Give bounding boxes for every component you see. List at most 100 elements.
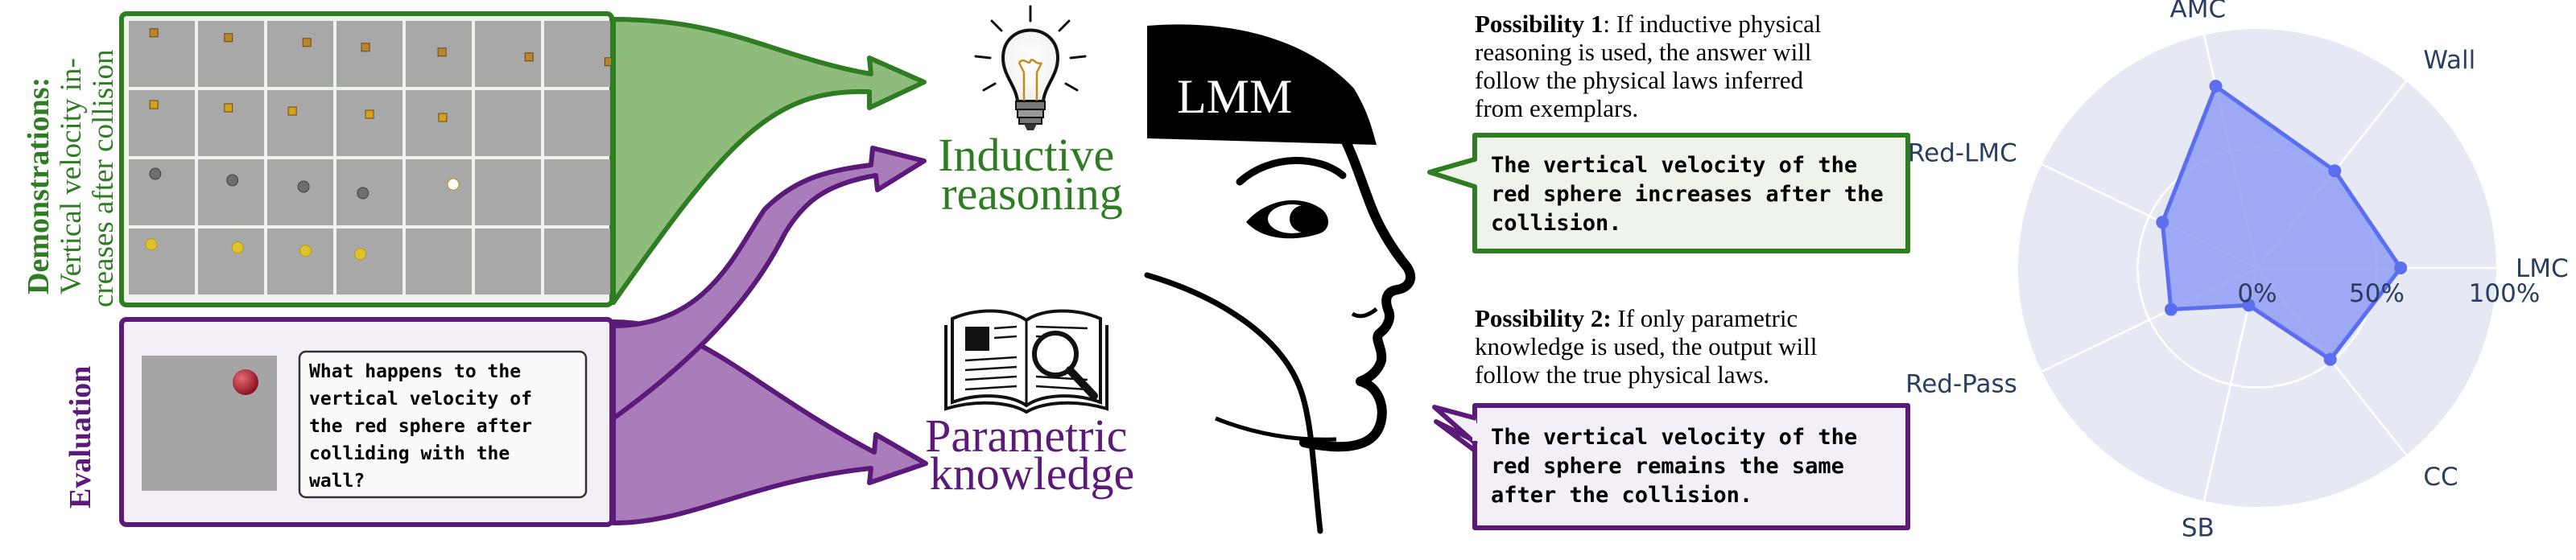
- possibility1-label: Possibility 1: [1475, 10, 1604, 38]
- radar-axis-label: Wall: [2423, 46, 2475, 75]
- demo-frame: [406, 229, 472, 294]
- bubble-tail-mask: [1472, 423, 1479, 441]
- demonstrations-title: Demonstrations:: [22, 77, 56, 294]
- radar-axis-label: AMC: [2170, 0, 2227, 23]
- answer-line: The vertical velocity of the: [1491, 425, 1857, 450]
- radar-tick-label: 0%: [2237, 279, 2277, 308]
- head-eye-pupil: [1290, 205, 1319, 233]
- demo-object-icon: [438, 113, 448, 122]
- radar-point-wall: [2328, 164, 2342, 178]
- demo-frame: [129, 229, 195, 294]
- demo-object-icon: [437, 47, 447, 57]
- radar-point-amc: [2209, 80, 2223, 93]
- radar-tick-label: 50%: [2349, 279, 2405, 308]
- demo-frame: [336, 90, 402, 156]
- demo-frame: [129, 90, 195, 156]
- demo-frame: [406, 159, 472, 225]
- demo-object-icon: [149, 28, 159, 38]
- possibility1-line2: reasoning is used, the answer will: [1475, 38, 1812, 66]
- demo-frame: [475, 229, 541, 294]
- demo-sphere-icon: [231, 241, 244, 254]
- demo-frame: [198, 21, 264, 87]
- demo-frame: [267, 90, 333, 156]
- parametric-line2: knowledge: [930, 447, 1135, 500]
- possibility2-line3: follow the true physical laws.: [1475, 360, 1769, 389]
- evaluation-panel: Evaluation What happens to the vertical …: [64, 317, 614, 527]
- possibility2-bubble-tail: [1432, 405, 1478, 447]
- radar-axis-label: SB: [2182, 514, 2215, 543]
- radar-axis-label: Red-Pass: [1905, 370, 2017, 399]
- demo-frame: [336, 229, 402, 294]
- radar-axis-label: LMC: [2516, 254, 2569, 283]
- demonstrations-subtitle-line1: Vertical velocity in-: [55, 58, 88, 294]
- demo-sphere-icon: [357, 187, 369, 200]
- answer-line: after the collision.: [1491, 483, 1752, 508]
- question-line: What happens to the: [309, 361, 521, 382]
- demo-frame: [129, 159, 195, 225]
- possibility1-line3: follow the physical laws inferred: [1475, 66, 1804, 94]
- demo-frame: [198, 229, 264, 294]
- demo-sphere-icon: [149, 167, 162, 180]
- demo-object-icon: [224, 103, 233, 113]
- evaluation-title: Evaluation: [64, 366, 97, 509]
- demo-sphere-icon: [297, 180, 310, 193]
- demo-frame: [544, 229, 610, 294]
- possibility1-description: Possibility 1: If inductive physical rea…: [1475, 10, 1926, 122]
- red-sphere-icon: [233, 369, 258, 395]
- demo-object-icon: [287, 106, 297, 116]
- radar-point-cc: [2323, 352, 2337, 366]
- radar-tick-label: 100%: [2469, 279, 2541, 308]
- question-box: [298, 350, 588, 499]
- demo-object-icon: [524, 52, 534, 62]
- answer-line: collision.: [1491, 211, 1622, 236]
- head-eyebrow: [1236, 157, 1347, 186]
- radar-point-red-lmc: [2156, 216, 2169, 229]
- demo-frame: [336, 21, 402, 87]
- question-text: What happens to the vertical velocity of…: [309, 361, 543, 492]
- answer-line: red sphere increases after the: [1491, 182, 1884, 207]
- flow-arrows: [611, 17, 928, 525]
- inductive-line1: Inductive: [938, 129, 1114, 181]
- demo-frame: [475, 159, 541, 225]
- book-magnifier-icon: [944, 309, 1108, 414]
- demo-frame: [336, 159, 402, 225]
- radar-point-red-pass: [2164, 303, 2178, 316]
- radar-axis-label: Red-LMC: [1908, 138, 2017, 167]
- demo-frame: [198, 90, 264, 156]
- question-line: the red sphere after: [309, 416, 532, 437]
- radar-point-sb: [2242, 299, 2256, 312]
- possibility1-answer: The vertical velocity of the red sphere …: [1491, 153, 1897, 236]
- demo-frame: [267, 159, 333, 225]
- demo-frame: [267, 229, 333, 294]
- possibility1-line1: : If inductive physical: [1603, 10, 1822, 38]
- demo-object-icon: [302, 38, 312, 47]
- demo-frame: [544, 90, 610, 156]
- possibility2-answer: The vertical velocity of the red sphere …: [1491, 425, 1870, 508]
- demo-sphere-icon: [447, 178, 460, 191]
- demo-frame: [406, 90, 472, 156]
- inductive-line2: reasoning: [941, 167, 1123, 220]
- parametric-line1: Parametric: [925, 410, 1127, 462]
- possibility2-bubble: The vertical velocity of the red sphere …: [1432, 403, 1910, 530]
- evaluation-to-inductive-arrow: [611, 146, 927, 421]
- parametric-knowledge-label: Parametric knowledge: [925, 410, 1139, 500]
- possibility1-line4: from exemplars.: [1475, 94, 1639, 122]
- answer-line: red sphere remains the same: [1491, 454, 1844, 479]
- demo-frame: [267, 21, 333, 87]
- demo-sphere-icon: [226, 174, 239, 187]
- inductive-reasoning-label: Inductive reasoning: [938, 129, 1126, 220]
- possibility2-description: Possibility 2: If only parametric knowle…: [1475, 304, 1926, 389]
- demo-frame: [129, 21, 195, 87]
- lmm-label: LMM: [1177, 70, 1292, 123]
- radar-axis-label: CC: [2423, 463, 2458, 492]
- radar-series-area: [2160, 84, 2403, 362]
- answer-line: The vertical velocity of the: [1491, 153, 1857, 178]
- question-line: colliding with the: [309, 443, 510, 464]
- head-jaw-line: [1215, 416, 1337, 442]
- demo-object-icon: [365, 109, 374, 119]
- demo-frame: [198, 159, 264, 225]
- radar-point-lmc: [2394, 261, 2408, 274]
- possibility1-bubble-shape: [1427, 133, 1910, 253]
